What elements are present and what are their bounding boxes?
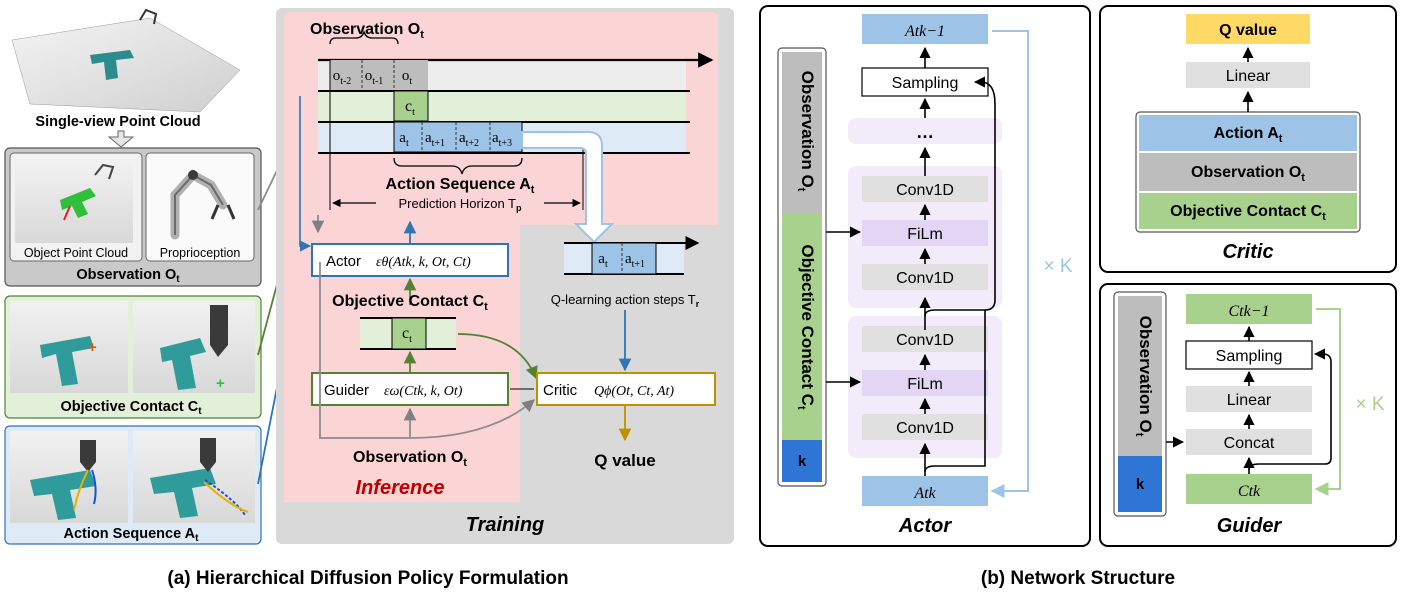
actor-sampling: Sampling [892,75,959,92]
observation-group: Object Point Cloud Proprioception Observ… [4,147,262,287]
actor-upper-block-0 [862,176,988,202]
critic-formula: Qϕ(Ot, Ct, At) [594,384,674,399]
guider-top-output: Ctk−1 [1228,303,1269,320]
t-block-icon [90,50,134,80]
timeline-contact-cell: ct [405,98,415,118]
q-steps-row: at at+1 Q-learning action steps Tr [551,236,700,309]
svg-text:+: + [216,375,225,392]
action-cell-3: at+3 [492,130,512,149]
actor-box-label: Actor [326,253,361,270]
critic-action: Action At [1214,125,1283,145]
actor-upper-block-label-2: Conv1D [896,270,954,287]
objective-contact-label: Objective Contact Ct [60,399,202,417]
q-cell-1: at+1 [625,251,645,270]
guider-formula: εω(Ctk, k, Ot) [384,384,463,399]
action-brace [393,157,523,175]
q-learning-arrow [521,131,615,244]
q-steps-label: Q-learning action steps Tr [551,292,700,309]
q-cell-0: at [598,251,608,270]
critic-title: Critic [1222,241,1273,263]
action-cell-1: at+1 [425,130,445,149]
actor-upper-block-label-0: Conv1D [896,182,954,199]
guider-side-observation: Observation Ot [1133,316,1155,437]
critic-observation: Observation Ot [1191,164,1305,184]
inference-label: Inference [356,477,445,499]
panel-b-caption: (b) Network Structure [981,568,1175,589]
object-point-cloud-image [15,163,133,243]
actor-top-output: Atk−1 [904,23,945,40]
guider-input: Ctk [1238,483,1261,500]
actor-lower-block-label-2: Conv1D [896,420,954,437]
actor-upper-block-1 [862,220,988,246]
action-sequence-group: Action Sequence At [4,425,262,545]
timeline-observation-title: Observation Ot [310,21,424,41]
down-arrow-icon [107,130,135,148]
critic-box-label: Critic [543,382,578,399]
observation-label: Observation Ot [76,267,180,285]
actor-repeat: × K [1043,256,1072,277]
guider-side-k: k [1136,476,1145,493]
critic-contact: Objective Contact Ct [1170,203,1326,223]
actor-lower-block-label-0: Conv1D [896,332,954,349]
actor-title: Actor [898,515,952,537]
objective-contact-mid-label: Objective Contact Ct [332,293,488,313]
actor-side-observation: Observation Ot [795,71,817,192]
contact-cell-box: ct [360,317,456,350]
actor-side-contact: Objective Contact Ct [795,244,817,410]
training-label: Training [466,514,545,536]
actor-upper-block-2 [862,264,988,290]
objective-contact-group: + + Objective Contact Ct [4,295,262,419]
guider-box-label: Guider [324,382,369,399]
point-cloud-image [11,8,241,113]
q-value-label: Q value [594,451,655,470]
critic-box: Critic Qϕ(Ot, Ct, At) [536,372,716,406]
guider-linear: Linear [1227,392,1272,409]
guider-repeat: × K [1355,394,1384,415]
critic-q-value: Q value [1219,22,1277,39]
timeline: Observation Ot ot-2 ot-1 ot ct at at+1 at+2 a… [310,21,714,213]
svg-text:+: + [88,339,97,356]
actor-side-inputs: Observation Ot Objective Contact Ct k [777,47,827,487]
obs-cell-0: ot-2 [333,68,352,87]
action-sequence-label: Action Sequence At [64,526,200,544]
actor-lower-block-label-1: FiLm [907,376,943,393]
actor-dots: … [916,122,934,142]
object-point-cloud-label: Object Point Cloud [24,246,128,260]
guider-box: Guider εω(Ctk, k, Ot) [311,372,509,406]
actor-lower-block-0 [862,326,988,352]
prediction-horizon-label: Prediction Horizon Tp [398,196,522,213]
actor-side-k: k [798,453,807,470]
actor-lower-block-2 [862,414,988,440]
actor-formula: εθ(Atk, k, Ot, Ct) [376,255,471,270]
guider-concat: Concat [1224,435,1275,452]
guider-sampling: Sampling [1216,348,1283,365]
actor-loop-arrow [990,30,1029,498]
panel-a-caption: (a) Hierarchical Diffusion Policy Formul… [167,568,568,589]
guider-side-inputs: Observation Ot k [1113,291,1167,517]
guider-loop-arrow [1314,308,1341,496]
actor-lower-block-1 [862,370,988,396]
actor-input: Atk [913,485,936,502]
guider-title: Guider [1217,515,1283,537]
obs-cell-2: ot [402,68,413,87]
svg-text:ct: ct [402,325,412,345]
action-cell-2: at+2 [459,130,479,149]
action-cell-0: at [399,130,409,149]
obs-cell-1: ot-1 [365,68,384,87]
proprioception-image [170,169,236,240]
observation-bottom-label: Observation Ot [353,449,467,469]
proprioception-label: Proprioception [160,246,241,260]
observation-brace [329,29,399,45]
gripper-icon [139,8,158,25]
actor-box: Actor εθ(Atk, k, Ot, Ct) [311,243,509,277]
action-sequence-title: Action Sequence At [386,176,535,196]
actor-upper-block-label-1: FiLm [907,226,943,243]
point-cloud-label: Single-view Point Cloud [35,114,200,130]
critic-linear: Linear [1226,68,1271,85]
